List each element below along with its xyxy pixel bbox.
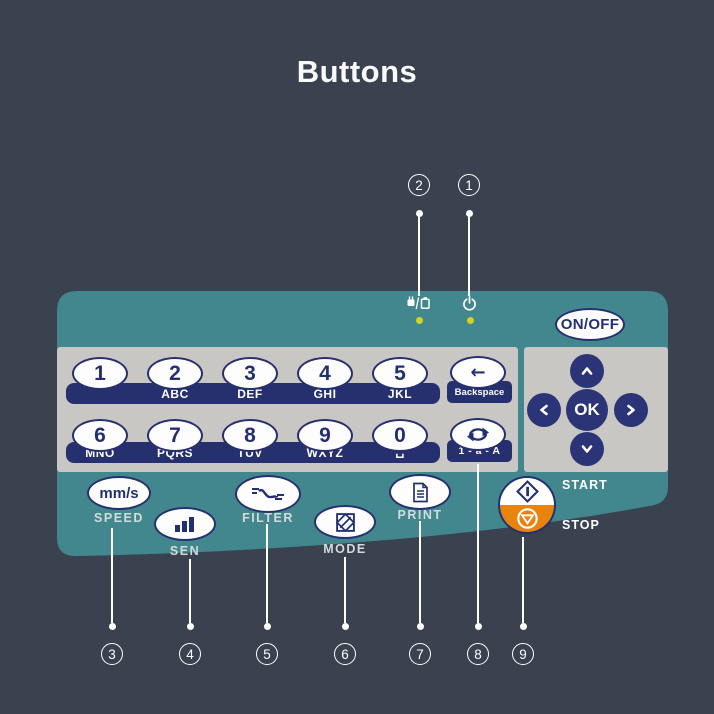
nav-down-button[interactable] bbox=[570, 432, 604, 466]
key-9[interactable]: 9 bbox=[297, 419, 353, 452]
leader-line-2 bbox=[418, 216, 420, 296]
leader-dot-8 bbox=[475, 623, 482, 630]
sen-label: SEN bbox=[169, 544, 201, 558]
chevron-right-icon bbox=[627, 404, 635, 416]
callout-9: 9 bbox=[512, 643, 534, 665]
sen-button[interactable] bbox=[154, 507, 216, 541]
key-0[interactable]: 0 bbox=[372, 419, 428, 452]
filter-label: FILTER bbox=[242, 511, 294, 525]
diamond-bar-icon bbox=[515, 480, 539, 503]
leader-line-9 bbox=[522, 537, 524, 623]
callout-6: 6 bbox=[334, 643, 356, 665]
print-label: PRINT bbox=[397, 508, 443, 522]
nav-up-button[interactable] bbox=[570, 354, 604, 388]
pattern-icon bbox=[335, 512, 355, 532]
leader-line-1 bbox=[468, 216, 470, 296]
key-8[interactable]: 8 bbox=[222, 419, 278, 452]
leader-line-8 bbox=[477, 464, 479, 623]
chevron-up-icon bbox=[581, 367, 593, 375]
document-icon bbox=[412, 482, 428, 502]
leader-line-5 bbox=[266, 524, 268, 623]
nav-right-button[interactable] bbox=[614, 393, 648, 427]
key-2[interactable]: 2 bbox=[147, 357, 203, 390]
speed-label: SPEED bbox=[94, 511, 144, 525]
key-letters: DEF bbox=[237, 387, 263, 401]
start-label: START bbox=[562, 478, 608, 492]
leader-line-7 bbox=[419, 521, 421, 623]
callout-8: 8 bbox=[467, 643, 489, 665]
callout-4: 4 bbox=[179, 643, 201, 665]
start-stop-button[interactable] bbox=[498, 476, 556, 534]
bars-icon bbox=[175, 516, 194, 532]
nav-left-button[interactable] bbox=[527, 393, 561, 427]
page-title: Buttons bbox=[296, 54, 418, 89]
leader-dot-9 bbox=[520, 623, 527, 630]
chevron-left-icon bbox=[540, 404, 548, 416]
start-half[interactable] bbox=[500, 478, 554, 505]
wave-icon bbox=[252, 488, 284, 500]
mode-button[interactable] bbox=[314, 505, 376, 539]
chevron-down-icon bbox=[581, 445, 593, 453]
standby-led bbox=[467, 317, 474, 324]
key-5[interactable]: 5 bbox=[372, 357, 428, 390]
leader-line-4 bbox=[189, 559, 191, 623]
leader-dot-3 bbox=[109, 623, 116, 630]
input-toggle-button[interactable] bbox=[450, 418, 506, 451]
leader-dot-2 bbox=[416, 210, 423, 217]
callout-1: 1 bbox=[458, 174, 480, 196]
left-arrow-icon: ← bbox=[470, 361, 486, 383]
callout-7: 7 bbox=[409, 643, 431, 665]
backspace-button[interactable]: ← bbox=[450, 356, 506, 389]
leader-dot-6 bbox=[342, 623, 349, 630]
leader-dot-4 bbox=[187, 623, 194, 630]
circle-triangle-icon bbox=[516, 508, 538, 529]
ok-button[interactable]: OK bbox=[566, 389, 608, 431]
keypad-row1-bar bbox=[66, 383, 440, 404]
leader-dot-7 bbox=[417, 623, 424, 630]
key-3[interactable]: 3 bbox=[222, 357, 278, 390]
callout-5: 5 bbox=[256, 643, 278, 665]
callout-2: 2 bbox=[408, 174, 430, 196]
leader-dot-5 bbox=[264, 623, 271, 630]
speed-button[interactable]: mm/s bbox=[87, 476, 151, 510]
cycle-icon bbox=[467, 427, 489, 442]
callout-3: 3 bbox=[101, 643, 123, 665]
filter-button[interactable] bbox=[235, 475, 301, 513]
key-letters: JKL bbox=[387, 387, 413, 401]
power-icon bbox=[463, 296, 476, 311]
key-6[interactable]: 6 bbox=[72, 419, 128, 452]
key-letters: ABC bbox=[161, 387, 189, 401]
plug-battery-icon bbox=[407, 296, 430, 310]
key-4[interactable]: 4 bbox=[297, 357, 353, 390]
leader-line-3 bbox=[111, 528, 113, 623]
on-off-button[interactable]: ON/OFF bbox=[555, 308, 625, 341]
mode-label: MODE bbox=[323, 542, 367, 556]
stop-label: STOP bbox=[562, 518, 600, 532]
key-7[interactable]: 7 bbox=[147, 419, 203, 452]
leader-dot-1 bbox=[466, 210, 473, 217]
leader-line-6 bbox=[344, 557, 346, 623]
power-source-led bbox=[416, 317, 423, 324]
print-button[interactable] bbox=[389, 474, 451, 510]
key-1[interactable]: 1 bbox=[72, 357, 128, 390]
key-letters: GHI bbox=[313, 387, 337, 401]
